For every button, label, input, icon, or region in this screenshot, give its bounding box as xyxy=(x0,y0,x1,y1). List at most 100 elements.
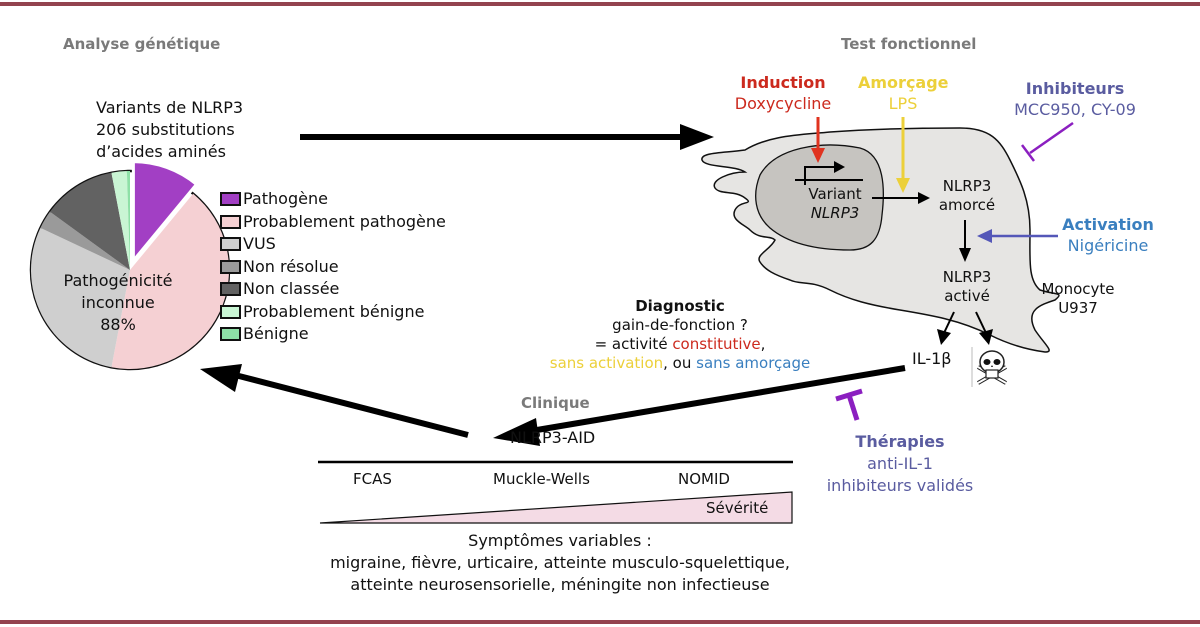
primed-line1: NLRP3 xyxy=(942,177,992,195)
variants-line1: Variants de NLRP3 xyxy=(96,98,244,117)
arrow-to-clinic xyxy=(493,365,906,446)
promoter-icon xyxy=(795,161,863,185)
priming-title: Amorçage xyxy=(858,73,949,92)
section-title-genetic: Analyse génétique xyxy=(63,35,221,53)
legend-swatch xyxy=(220,327,241,342)
pie-chart xyxy=(29,160,231,371)
therapies-block: Thérapies anti-IL-1 inhibiteurs validés xyxy=(820,431,980,497)
inhibitors-title: Inhibiteurs xyxy=(1025,79,1125,98)
legend-item: Probablement bénigne xyxy=(220,301,446,324)
arrow-to-genetic-analysis xyxy=(200,364,469,438)
activation-label: Activation Nigéricine xyxy=(1058,214,1158,256)
monocyte-line1: Monocyte xyxy=(1041,280,1115,298)
pie-center-line3: 88% xyxy=(100,315,136,334)
legend-label: Non classée xyxy=(243,279,340,298)
symptoms-block: Symptômes variables : migraine, fièvre, … xyxy=(300,530,820,596)
phenotype-muckle-wells: Muckle-Wells xyxy=(493,470,590,488)
therapies-line3: inhibiteurs validés xyxy=(826,476,974,495)
legend-item: Pathogène xyxy=(220,188,446,211)
legend-swatch xyxy=(220,237,241,252)
diagnostic-line3-suffix: , xyxy=(760,335,766,353)
arrow-to-functional-test xyxy=(300,124,714,150)
section-title-clinical: Clinique xyxy=(521,394,590,412)
variants-line3: d’acides aminés xyxy=(96,142,226,161)
induction-agent: Doxycycline xyxy=(734,94,832,113)
activation-arrow xyxy=(977,229,1058,243)
monocyte-label: Monocyte U937 xyxy=(1033,280,1123,318)
legend-item: Non résolue xyxy=(220,256,446,279)
legend-item: VUS xyxy=(220,233,446,256)
pie-slice-non-class-e xyxy=(49,172,130,270)
variant-line1: Variant xyxy=(808,185,862,203)
nlrp3-primed-label: NLRP3 amorcé xyxy=(932,177,1002,215)
therapies-title: Thérapies xyxy=(855,432,945,451)
legend-label: Non résolue xyxy=(243,256,339,276)
legend-label: Pathogène xyxy=(243,189,328,208)
legend-label: Probablement bénigne xyxy=(243,301,425,321)
legend-swatch xyxy=(220,192,241,207)
skull-crossbones-icon xyxy=(971,347,1007,387)
activation-agent: Nigéricine xyxy=(1067,236,1149,255)
symptoms-title: Symptômes variables : xyxy=(468,531,652,550)
pie-slice-vus xyxy=(31,227,131,368)
inhibitor-bar xyxy=(1021,121,1074,162)
therapies-line2: anti-IL-1 xyxy=(867,454,933,473)
pie-center-line1: Pathogénicité xyxy=(63,271,173,290)
bottom-rule xyxy=(0,620,1200,624)
pie-slice-non-r-solue xyxy=(40,211,131,270)
variants-line2: 206 substitutions xyxy=(96,120,235,139)
inhibitors-label: Inhibiteurs MCC950, CY-09 xyxy=(1005,78,1145,120)
monocyte-line2: U937 xyxy=(1058,299,1098,317)
pie-center-label: Pathogénicité inconnue 88% xyxy=(58,270,178,336)
diagnostic-sans-activation: sans activation xyxy=(549,354,664,372)
nlrp3-activated-label: NLRP3 activé xyxy=(932,268,1002,306)
diagnostic-line3-prefix: = activité xyxy=(594,335,673,353)
variants-title: Variants de NLRP3 206 substitutions d’ac… xyxy=(96,97,244,163)
diagnostic-sans-amorcage: sans amorçage xyxy=(696,354,811,372)
symptoms-line1: migraine, fièvre, urticaire, atteinte mu… xyxy=(330,553,790,572)
nucleus xyxy=(755,144,884,251)
legend-label: Probablement pathogène xyxy=(243,211,446,231)
activated-line2: activé xyxy=(944,287,990,305)
therapy-bar xyxy=(835,388,863,421)
pie-slice-b-nigne xyxy=(126,171,130,270)
pie-slice-probablement-b-nigne xyxy=(111,171,130,270)
section-title-functional: Test fonctionnel xyxy=(841,35,977,53)
diagnostic-ou: , ou xyxy=(663,354,697,372)
legend-item: Bénigne xyxy=(220,323,446,346)
disease-label: NLRP3-AID xyxy=(510,428,596,447)
activated-to-death-arrow xyxy=(975,311,993,345)
diagnostic-line3: = activité constitutive, xyxy=(520,335,840,354)
priming-arrow xyxy=(896,117,910,193)
legend-swatch xyxy=(220,259,241,274)
activation-title: Activation xyxy=(1062,215,1154,234)
activated-line1: NLRP3 xyxy=(942,268,992,286)
severity-wedge xyxy=(319,491,793,524)
diagnostic-line2: gain-de-fonction ? xyxy=(612,316,748,334)
legend-swatch xyxy=(220,214,241,229)
priming-label: Amorçage LPS xyxy=(858,72,949,114)
legend-item: Non classée xyxy=(220,278,446,301)
priming-agent: LPS xyxy=(888,94,918,113)
top-rule xyxy=(0,2,1200,6)
legend-item: Probablement pathogène xyxy=(220,211,446,234)
pie-center-line2: inconnue xyxy=(81,293,155,312)
variant-to-primed-arrow xyxy=(872,192,930,204)
inhibitors-agent: MCC950, CY-09 xyxy=(1014,100,1136,119)
symptoms-line2: atteinte neurosensorielle, méningite non… xyxy=(350,575,770,594)
phenotype-nomid: NOMID xyxy=(678,470,730,488)
induction-arrow xyxy=(811,117,825,163)
variant-line2: NLRP3 xyxy=(810,204,860,222)
activated-to-il1b-arrow xyxy=(937,311,955,345)
primed-to-activated-arrow xyxy=(959,220,971,262)
induction-label: Induction Doxycycline xyxy=(728,72,838,114)
pie-slice-pathog-ne xyxy=(131,160,199,265)
legend-swatch xyxy=(220,282,241,297)
il1b-label: IL-1β xyxy=(912,349,952,368)
diagnostic-line4: sans activation, ou sans amorçage xyxy=(520,354,840,373)
diagnostic-title: Diagnostic xyxy=(635,297,725,315)
phenotype-fcas: FCAS xyxy=(353,470,392,488)
induction-title: Induction xyxy=(740,73,826,92)
